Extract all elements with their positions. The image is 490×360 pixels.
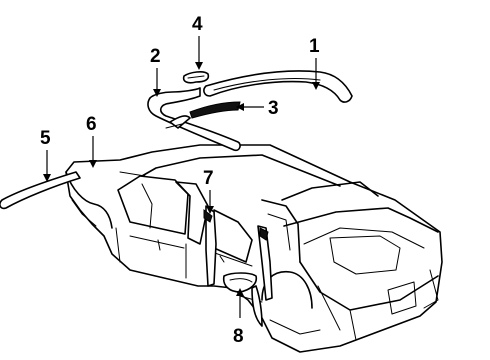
callout-4: 4 [192,14,203,35]
part-7-seal [203,205,217,287]
callout-5: 5 [40,128,51,149]
part-1-molding [203,70,353,103]
callout-1: 1 [309,36,320,57]
callout-8: 8 [233,326,244,347]
leader-lines [43,36,320,318]
part-4-clip [182,71,210,84]
callout-6: 6 [86,114,97,135]
part-2-molding [147,87,241,152]
car-body [65,144,443,353]
part-8-filler [222,272,263,327]
callout-2: 2 [150,46,161,67]
callout-7: 7 [203,168,214,189]
part-5-strip [0,171,81,210]
callout-labels: 1 2 3 4 5 6 7 8 [40,14,320,347]
callout-3: 3 [268,98,279,119]
rear-seal-strip [257,225,273,301]
part-3-strip [165,101,241,129]
